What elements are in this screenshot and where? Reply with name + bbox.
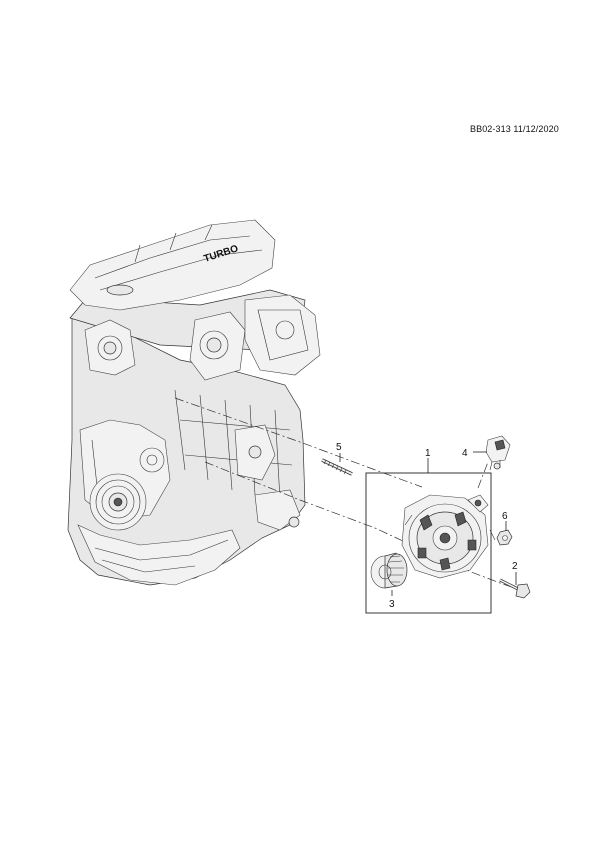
bolt[interactable] bbox=[499, 578, 531, 599]
nut[interactable] bbox=[496, 529, 513, 546]
alignment-line-sensor bbox=[477, 461, 489, 489]
callout-1: 1 bbox=[425, 448, 431, 459]
alignment-line-upper bbox=[174, 397, 423, 488]
alternator[interactable] bbox=[401, 494, 496, 579]
callout-4: 4 bbox=[462, 448, 468, 459]
turbo-housing bbox=[244, 294, 321, 376]
callout-5: 5 bbox=[336, 442, 342, 453]
stud[interactable] bbox=[321, 458, 353, 476]
alternator-pulley[interactable] bbox=[370, 552, 408, 589]
callout-6: 6 bbox=[502, 511, 508, 522]
engine-assembly: TURBO bbox=[67, 219, 321, 586]
alternator-group-box bbox=[365, 472, 492, 614]
callout-3: 3 bbox=[389, 599, 395, 610]
diagram-reference: BB02-313 11/12/2020 bbox=[470, 124, 559, 134]
alignment-line-lower bbox=[204, 461, 419, 549]
callout-2: 2 bbox=[512, 561, 518, 572]
wiring-connector[interactable] bbox=[485, 435, 511, 471]
